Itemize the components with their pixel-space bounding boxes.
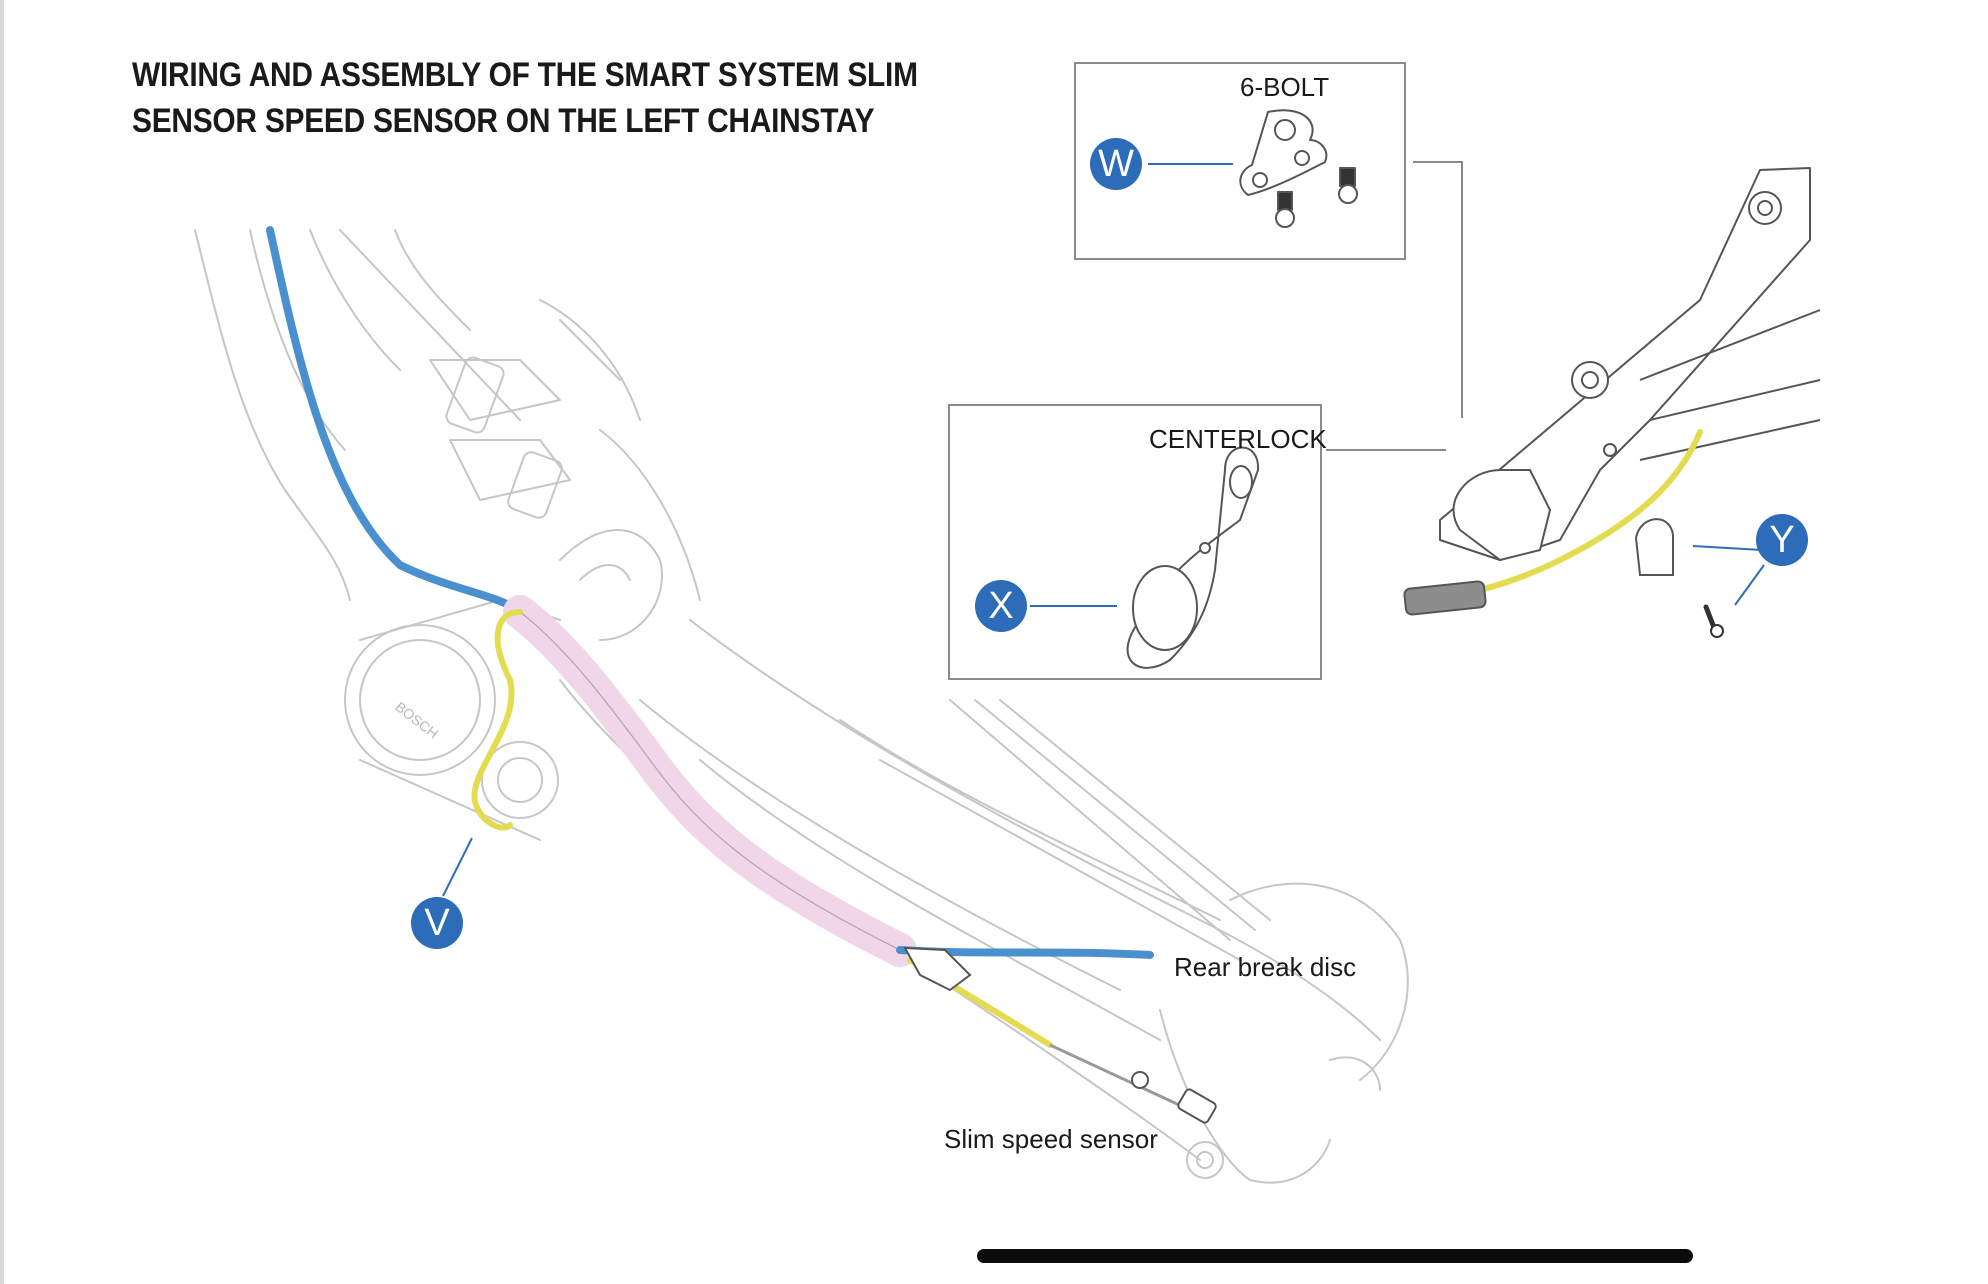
rear-dropout-detail	[1439, 167, 1821, 561]
badge-x: X	[975, 580, 1027, 632]
six-bolt-adapter-part	[1239, 109, 1358, 228]
centerlock-adapter-part	[1126, 446, 1260, 669]
sensor-cable	[471, 609, 523, 831]
centerlock-inset	[948, 404, 1322, 680]
badge-v: V	[411, 897, 463, 949]
left-edge	[0, 0, 4, 1284]
brake-cable	[266, 226, 524, 616]
bike-frame-outline	[194, 229, 1409, 1184]
badge-y: Y	[1756, 514, 1808, 566]
home-indicator[interactable]	[977, 1249, 1693, 1263]
six-bolt-label: 6-BOLT	[1240, 72, 1330, 102]
slim-speed-sensor-label: Slim speed sensor	[944, 1124, 1158, 1154]
title-line-2: SENSOR SPEED SENSOR ON THE LEFT CHAINSTA…	[132, 102, 875, 140]
cable-sleeve	[503, 595, 917, 967]
rear-brake-disc-label: Rear break disc	[1174, 952, 1357, 982]
title-line-1: WIRING AND ASSEMBLY OF THE SMART SYSTEM …	[132, 56, 918, 94]
page-title: WIRING AND ASSEMBLY OF THE SMART SYSTEM …	[132, 52, 924, 144]
centerlock-label: CENTERLOCK	[1149, 424, 1327, 454]
badge-w: W	[1090, 138, 1142, 190]
six-bolt-inset	[1074, 62, 1406, 260]
